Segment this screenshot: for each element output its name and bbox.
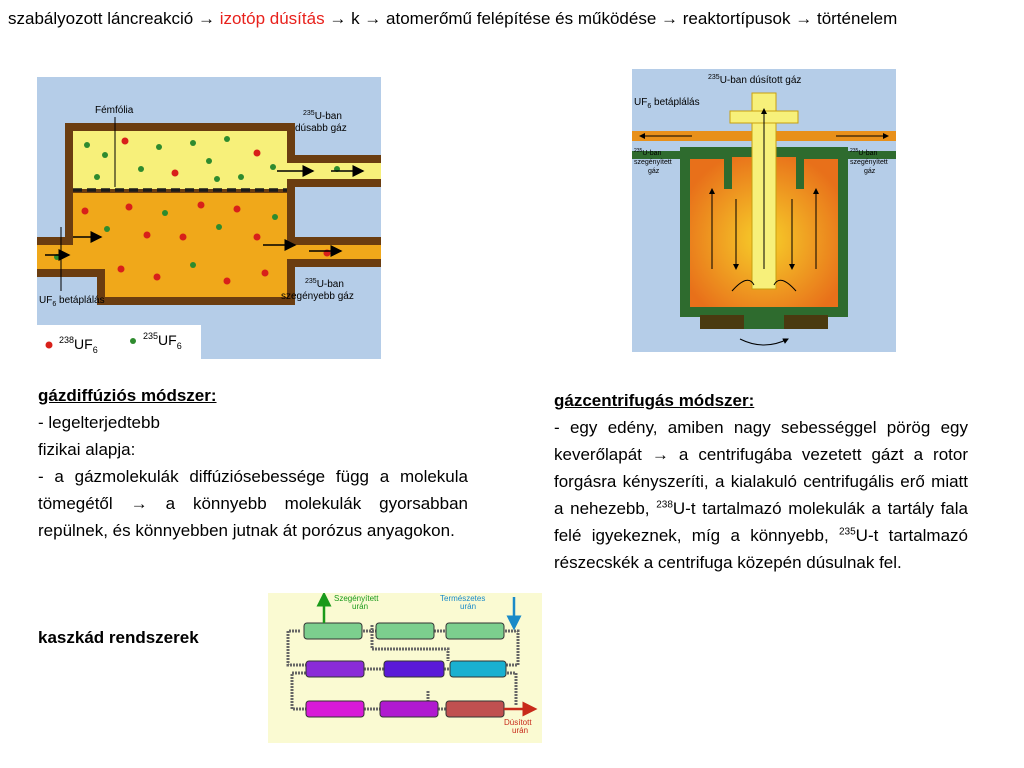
- depleted-pipe-right: [796, 151, 896, 189]
- breadcrumb-separator: →: [197, 9, 215, 28]
- breadcrumb-item-reactor-types[interactable]: reaktortípusok: [682, 9, 791, 28]
- depleted-gas-label: szegényebb gáz: [281, 291, 354, 302]
- cascade-heading: kaszkád rendszerek: [38, 628, 199, 647]
- cascade-figure: Szegényített urán Természetes urán Dúsít…: [268, 593, 542, 743]
- gas-centrifuge-figure: 235U-ban dúsított gáz UF6 betáplálás 235…: [632, 69, 896, 352]
- cascade-stage-6: [449, 660, 507, 678]
- centrifuge-feed-label: UF6 betáplálás: [634, 97, 700, 110]
- feed-pipe: [632, 131, 758, 141]
- legend-238-label: 238UF6: [59, 335, 98, 355]
- gas-diffusion-line-2: fizikai alapja:: [38, 440, 136, 459]
- breadcrumb-separator: →: [329, 9, 347, 28]
- svg-text:szegényített: szegényített: [634, 159, 672, 166]
- gas-centrifuge-heading: gázcentrifugás módszer:: [554, 391, 755, 410]
- foil-label: Fémfólia: [95, 105, 134, 116]
- feed-pipe-right: [770, 131, 896, 141]
- cascade-stage-1: [303, 622, 363, 640]
- gas-diffusion-line-1: - legelterjedtebb: [38, 413, 160, 432]
- left-depleted-label: 235U-ban: [634, 148, 662, 157]
- enriched-gas-label: dúsabb gáz: [295, 123, 347, 134]
- flow-arrows: [639, 108, 889, 346]
- right-depleted-label: 235U-ban: [850, 148, 878, 157]
- breadcrumb-item-chain-reaction[interactable]: szabályozott láncreakció: [8, 9, 194, 28]
- breadcrumb-item-power-plant[interactable]: atomerőmű felépítése és működése: [386, 9, 657, 28]
- cascade-stage-7: [305, 700, 365, 718]
- svg-text:gáz: gáz: [864, 168, 876, 175]
- cascade-stage-4: [305, 660, 365, 678]
- cascade-stage-9: [445, 700, 505, 718]
- cascade-stage-3: [445, 622, 505, 640]
- svg-text:szegényített: szegényített: [850, 159, 888, 166]
- cascade-stage-5: [383, 660, 445, 678]
- gas-diffusion-line-3: - a gázmolekulák diffúziósebessége függ …: [38, 467, 468, 540]
- legend-238-dot: [45, 341, 53, 349]
- depleted-uranium-label: Szegényített: [334, 594, 379, 603]
- svg-text:235U-ban: 235U-ban: [305, 278, 344, 290]
- svg-text:235U-ban: 235U-ban: [303, 110, 342, 122]
- heavy-region-dots: [54, 201, 331, 285]
- enriched-gas-label: 235U-ban dúsított gáz: [708, 74, 801, 86]
- centrifuge-motor: [744, 307, 784, 329]
- svg-text:urán: urán: [352, 602, 368, 611]
- breadcrumb-separator: →: [661, 9, 679, 28]
- breadcrumb-separator: →: [364, 9, 382, 28]
- gas-diffusion-heading: gázdiffúziós módszer:: [38, 386, 217, 405]
- breadcrumb-item-history[interactable]: történelem: [816, 9, 898, 28]
- natural-uranium-label: Természetes: [440, 594, 485, 603]
- cascade-stage-8: [379, 700, 439, 718]
- feed-label: UF6 betáplálás: [39, 295, 105, 308]
- gas-diffusion-figure: Fémfólia 235U-ban dúsabb gáz 235U-ban sz…: [37, 77, 381, 359]
- gas-centrifuge-description: - egy edény, amiben nagy sebességgel pör…: [554, 418, 969, 572]
- diffusion-legend: [37, 325, 201, 359]
- gas-centrifuge-section: gázcentrifugás módszer: - egy edény, ami…: [554, 387, 968, 576]
- breadcrumb-item-isotope-enrichment[interactable]: izotóp dúsítás: [219, 9, 325, 28]
- svg-text:urán: urán: [460, 602, 476, 611]
- cascade-stage-2: [375, 622, 435, 640]
- light-region-dots: [84, 136, 340, 182]
- breadcrumb-separator: →: [795, 9, 813, 28]
- svg-text:urán: urán: [512, 726, 528, 735]
- breadcrumb-item-k[interactable]: k: [351, 9, 360, 28]
- breadcrumb: szabályozott láncreakció → izotóp dúsítá…: [8, 8, 1016, 30]
- depleted-pipe-left: [632, 151, 732, 189]
- legend-235-label: 235UF6: [143, 331, 182, 351]
- enriched-uranium-label: Dúsított: [504, 718, 532, 727]
- gas-diffusion-section: gázdiffúziós módszer: - legelterjedtebb …: [38, 382, 468, 544]
- svg-text:gáz: gáz: [648, 168, 660, 175]
- legend-235-dot: [130, 338, 136, 344]
